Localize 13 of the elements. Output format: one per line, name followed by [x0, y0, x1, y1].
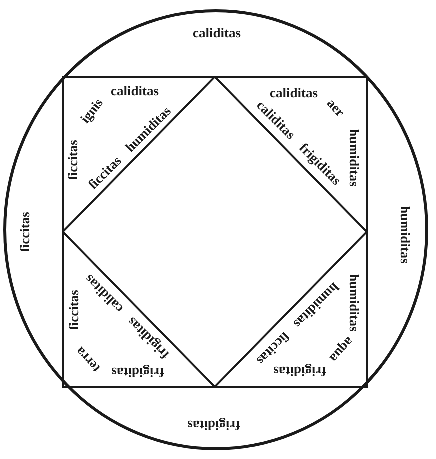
quality-label: frigiditas — [188, 418, 240, 432]
quality-label: humiditas — [398, 206, 412, 264]
quality-label: caliditas — [111, 84, 159, 98]
quality-label: ſiccitas — [66, 140, 80, 180]
quality-label: humiditas — [347, 274, 361, 332]
quality-label: ſiccitas — [18, 212, 32, 252]
quality-label: frigiditas — [274, 364, 326, 378]
quality-label: caliditas — [193, 26, 241, 40]
quality-label: ſiccitas — [67, 290, 81, 330]
element-label: aer — [324, 96, 348, 120]
quality-label: caliditas — [270, 86, 318, 100]
quality-label: humiditas — [347, 129, 361, 187]
quality-label: frigiditas — [112, 365, 164, 379]
